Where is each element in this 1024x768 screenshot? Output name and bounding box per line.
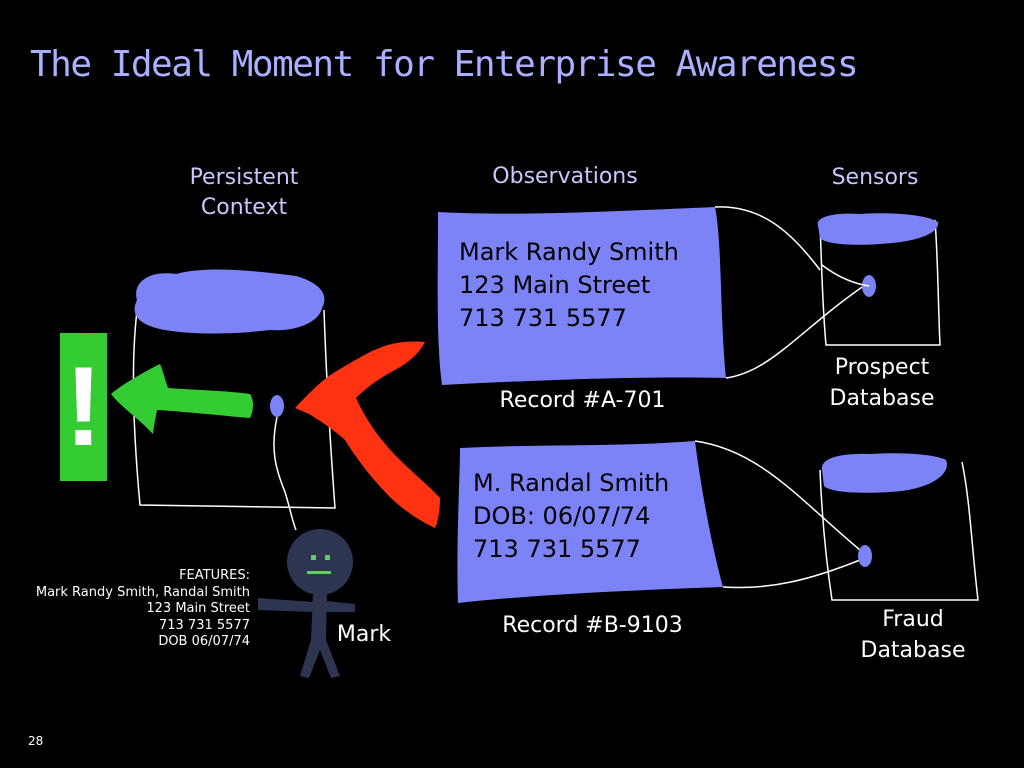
person-figure	[258, 416, 355, 678]
observation-record-a	[437, 206, 866, 385]
fraud-database	[819, 453, 979, 601]
record-a-card	[437, 207, 726, 385]
record-b-line: DOB: 06/07/74	[473, 502, 651, 530]
person-head	[287, 529, 353, 595]
fraud-database-label: Fraud Database	[860, 607, 966, 663]
record-b-card	[457, 441, 723, 603]
record-b-caption: Record #B-9103	[502, 613, 683, 638]
column-header-persistent-context: Persistent Context	[189, 165, 299, 220]
feature-line: DOB 06/07/74	[158, 634, 250, 649]
prospect-db-top	[817, 213, 939, 245]
record-a-line: 123 Main Street	[459, 271, 651, 299]
feature-line: 713 731 5577	[159, 617, 250, 633]
record-a-line: 713 731 5577	[459, 304, 627, 332]
feature-line: 123 Main Street	[146, 601, 250, 616]
alert-indicator: !	[60, 333, 107, 481]
column-header-observations: Observations	[492, 164, 638, 189]
fraud-db-node	[858, 545, 872, 567]
fraud-db-top	[821, 453, 947, 493]
page-number: 28	[28, 734, 44, 748]
prospect-database	[817, 213, 941, 346]
observation-record-b	[457, 440, 861, 603]
person-name-label: Mark	[336, 622, 392, 647]
prospect-database-label: Prospect Database	[829, 355, 935, 411]
slide-title: The Ideal Moment for Enterprise Awarenes…	[30, 44, 859, 85]
record-a-caption: Record #A-701	[499, 388, 666, 413]
feature-line: Mark Randy Smith, Randal Smith	[35, 584, 250, 600]
features-heading: FEATURES:	[179, 568, 250, 583]
features-list: FEATURES: Mark Randy Smith, Randal Smith…	[36, 568, 250, 651]
match-arrow	[295, 341, 440, 528]
persistent-context-database	[132, 269, 336, 509]
persistent-context-node	[270, 395, 284, 417]
exclamation-icon: !	[64, 344, 103, 469]
record-a-content: Mark Randy Smith 123 Main Street 713 731…	[459, 236, 679, 335]
record-b-line: 713 731 5577	[473, 535, 641, 563]
persistent-context-db-top	[134, 269, 325, 334]
record-b-content: M. Randal Smith DOB: 06/07/74 713 731 55…	[473, 467, 669, 566]
column-header-sensors: Sensors	[831, 165, 919, 190]
record-b-line: M. Randal Smith	[473, 469, 670, 497]
record-a-line: Mark Randy Smith	[459, 238, 679, 266]
alert-arrow	[111, 364, 253, 434]
